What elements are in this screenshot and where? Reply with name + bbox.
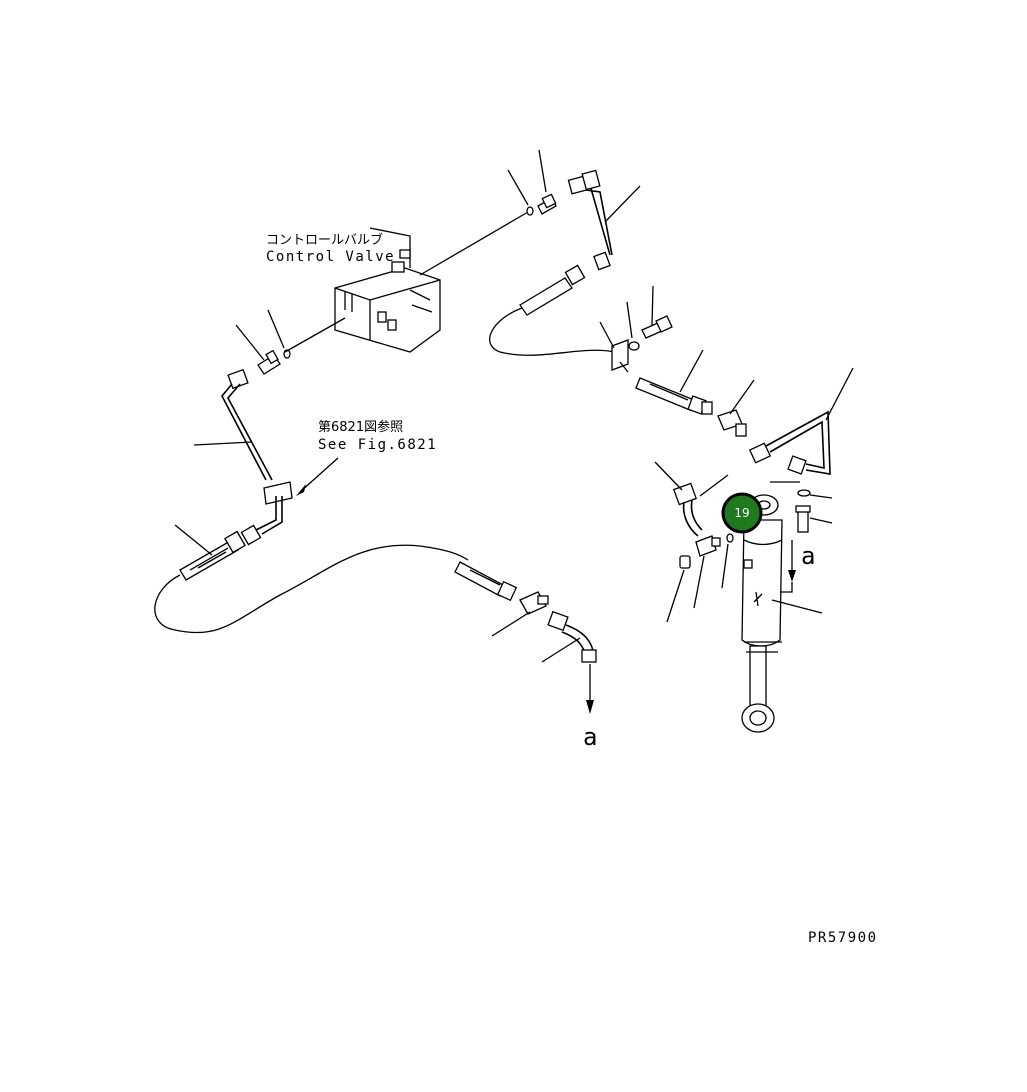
bolt-right-upper bbox=[641, 285, 673, 339]
adapter-upper bbox=[537, 149, 557, 215]
clamp-left bbox=[255, 481, 293, 535]
tee-right bbox=[717, 379, 755, 437]
tee-lower bbox=[491, 591, 549, 637]
bolt-cylinder bbox=[795, 505, 833, 533]
pipe-center-line bbox=[419, 211, 529, 276]
oring-upper bbox=[507, 169, 534, 216]
elbow-small bbox=[693, 535, 721, 609]
tube-left bbox=[193, 368, 273, 481]
connection-label-a-right: a bbox=[801, 542, 815, 570]
clamp-right bbox=[599, 321, 629, 373]
plug-small bbox=[666, 555, 691, 623]
callout-number: 19 bbox=[734, 506, 749, 520]
hose-upper bbox=[489, 264, 616, 356]
see-fig-label-en: See Fig.6821 bbox=[318, 437, 437, 453]
hose-right bbox=[635, 349, 713, 415]
see-fig-leader bbox=[299, 457, 339, 493]
control-valve-label-jp: コントロールバルブ bbox=[266, 232, 383, 248]
washer-right bbox=[626, 301, 640, 351]
see-fig-arrowhead bbox=[296, 484, 306, 496]
elbow-lower bbox=[541, 610, 597, 663]
pipe-left-valve bbox=[284, 317, 346, 353]
control-valve bbox=[334, 227, 441, 353]
hose-lower bbox=[454, 561, 518, 602]
oring-cylinder bbox=[797, 489, 833, 499]
elbow-right bbox=[654, 461, 729, 537]
see-fig-label-jp: 第6821図参照 bbox=[318, 419, 403, 435]
connection-arrowhead-right bbox=[788, 570, 796, 582]
hydraulic-cylinder bbox=[741, 494, 823, 733]
hose-left bbox=[174, 524, 262, 581]
control-valve-label-en: Control Valve bbox=[266, 249, 395, 265]
oring-small bbox=[721, 533, 734, 589]
hose-lower-curve bbox=[154, 544, 469, 634]
drawing-number: PR57900 bbox=[808, 930, 878, 946]
part-callout-19[interactable]: 19 bbox=[721, 492, 763, 534]
tube-upper-right bbox=[567, 169, 641, 271]
tube-right bbox=[748, 367, 854, 475]
adapter-left bbox=[235, 324, 281, 375]
connection-label-a-left: a bbox=[583, 723, 597, 751]
connection-arrowhead-left bbox=[586, 700, 594, 714]
callout-circle bbox=[721, 492, 763, 534]
